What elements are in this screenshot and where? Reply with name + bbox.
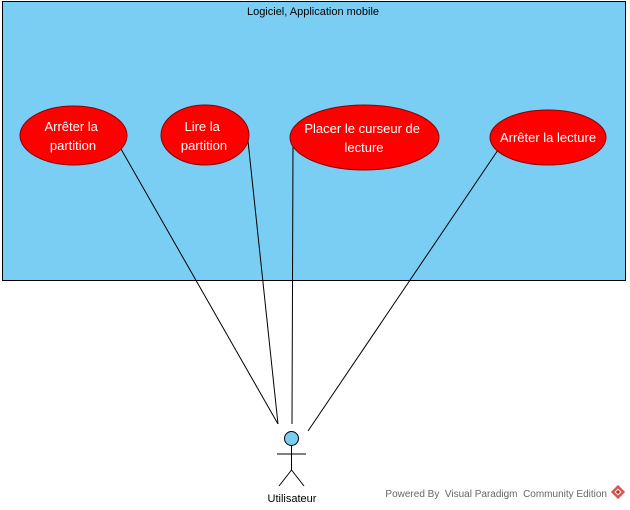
svg-text:Arrêter la partition: Arrêter la partition: [44, 119, 101, 153]
association-uc4[interactable]: [307, 149, 499, 432]
use-case-stop-score[interactable]: Arrêter la partition: [19, 105, 128, 166]
actor-head: [284, 431, 299, 446]
system-title: Logiciel, Application mobile: [247, 6, 379, 18]
use-case-label: partition: [50, 138, 96, 153]
svg-text:Arrêter la lecture: Arrêter la lecture: [500, 130, 596, 145]
association-uc2[interactable]: [247, 140, 279, 425]
svg-text:Placer le curseur de lec: Placer le curseur de lecture: [304, 121, 423, 155]
use-case-label: Arrêter la lecture: [500, 130, 596, 145]
actor-right-leg: [291, 469, 305, 487]
actor-utilisateur[interactable]: [277, 431, 306, 487]
use-case-label: lecture: [344, 140, 383, 155]
visual-paradigm-logo-icon: [610, 484, 626, 500]
association-uc3[interactable]: [291, 142, 294, 425]
svg-text:Lire la partition: Lire la partition: [181, 119, 227, 153]
actor-label: Utilisateur: [268, 493, 317, 505]
use-case-stop-playback[interactable]: Arrêter la lecture: [489, 109, 607, 166]
use-case-label: Placer le curseur de: [304, 121, 420, 136]
use-case-read-score[interactable]: Lire la partition: [160, 104, 250, 166]
watermark-text: Powered By Visual Paradigm Community Edi…: [385, 489, 607, 500]
use-case-label: partition: [181, 138, 227, 153]
actor-left-leg: [278, 469, 292, 487]
association-uc1[interactable]: [120, 148, 279, 425]
use-case-place-cursor[interactable]: Placer le curseur de lecture: [289, 104, 440, 171]
use-case-label: Lire la: [184, 119, 220, 134]
use-case-label: Arrêter la: [44, 119, 98, 134]
